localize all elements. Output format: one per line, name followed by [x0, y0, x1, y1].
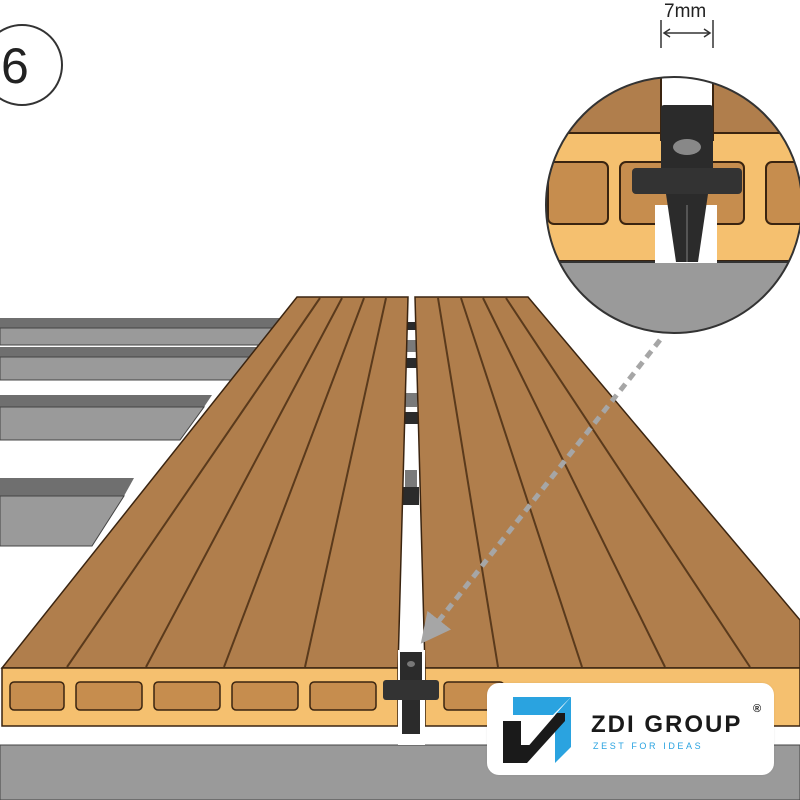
- joist: [0, 318, 292, 346]
- detail-magnifier: [545, 76, 800, 334]
- brand-tagline: ZEST FOR IDEAS: [593, 741, 704, 751]
- joist: [0, 395, 212, 441]
- joist: [0, 347, 262, 381]
- front-clip: [383, 650, 439, 745]
- decking-board-right: [414, 296, 800, 727]
- step-number: 6: [1, 38, 29, 94]
- zdi-logo-icon: [503, 697, 571, 763]
- gap-clips: [403, 322, 419, 505]
- brand-logo: ZDI GROUP ® ZEST FOR IDEAS: [487, 683, 774, 775]
- gap-width-label: 7mm: [664, 1, 706, 22]
- step-badge: 6: [0, 24, 63, 106]
- joist: [0, 478, 134, 547]
- brand-name: ZDI GROUP: [591, 711, 743, 738]
- registered-mark: ®: [753, 703, 762, 715]
- dashed-arrow-icon: [420, 338, 662, 644]
- gap-dimension: 7mm: [660, 1, 714, 48]
- decking-board-left: [0, 296, 409, 727]
